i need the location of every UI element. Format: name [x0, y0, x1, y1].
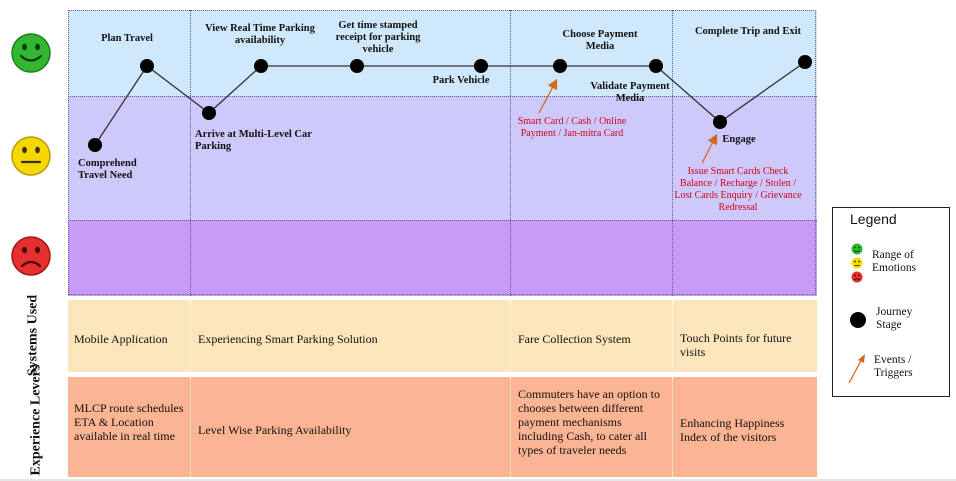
- sad-emotion-band: [68, 220, 817, 296]
- legend-label: Journey Stage: [876, 306, 913, 331]
- phase-divider: [510, 10, 511, 296]
- levers-cell: Commuters have an option to chooses betw…: [518, 387, 660, 457]
- journey-stage-dot: [474, 59, 488, 73]
- bottom-edge: [0, 479, 956, 481]
- happy-emotion-band: [68, 10, 817, 96]
- systems-cell: Experiencing Smart Parking Solution: [198, 332, 378, 346]
- stage-label: Get time stamped receipt for parking veh…: [335, 20, 421, 55]
- stage-label: Complete Trip and Exit: [694, 26, 802, 37]
- journey-stage-dot: [649, 59, 663, 73]
- trigger-payment-options: Smart Card / Cash / Online Payment / Jan…: [517, 116, 627, 139]
- legend-label: Events / Triggers: [874, 354, 913, 379]
- cell-divider: [510, 377, 511, 477]
- systems-cell: Mobile Application: [74, 332, 168, 346]
- journey-stage-dot: [202, 106, 216, 120]
- journey-stage-dot: [713, 115, 727, 129]
- stage-label: View Real Time Parking availability: [205, 23, 315, 46]
- cell-divider: [672, 377, 673, 477]
- cell-divider: [672, 300, 673, 372]
- trigger-smart-card-services: Issue Smart Cards Check Balance / Rechar…: [674, 166, 802, 213]
- phase-divider: [672, 10, 673, 296]
- stage-label: Validate Payment Media: [590, 81, 670, 104]
- journey-stage-dot: [553, 59, 567, 73]
- trigger-arrow: [701, 133, 718, 164]
- systems-cell: Fare Collection System: [518, 332, 631, 346]
- trigger-arrow: [538, 78, 558, 114]
- stage-label: Comprehend Travel Need: [78, 158, 137, 181]
- band-divider: [68, 220, 817, 221]
- experience-levers-row: [68, 377, 817, 477]
- stage-label: Engage: [722, 134, 756, 145]
- systems-used-row: [68, 300, 817, 372]
- legend-label: Range of Emotions: [872, 249, 917, 274]
- cell-divider: [510, 300, 511, 372]
- stage-label: Choose Payment Media: [562, 29, 638, 52]
- journey-stage-dot: [350, 59, 364, 73]
- levers-cell: MLCP route schedules ETA & Location avai…: [74, 401, 184, 443]
- journey-path: [94, 61, 806, 146]
- phase-divider: [190, 10, 191, 296]
- trigger-arrow-icon: [846, 352, 868, 391]
- stage-label: Plan Travel: [101, 33, 153, 44]
- emotion-range-icon: [850, 242, 864, 289]
- legend-title: Legend: [850, 211, 897, 227]
- journey-stage-dot: [254, 59, 268, 73]
- journey-stage-dot: [88, 138, 102, 152]
- experience-levers-label: Experience Levers: [28, 364, 44, 476]
- journey-stage-dot-icon: [849, 311, 867, 334]
- sad-face-icon: [10, 235, 52, 277]
- neutral-emotion-band: [68, 96, 817, 220]
- levers-cell: Enhancing Happiness Index of the visitor…: [680, 416, 785, 444]
- cell-divider: [190, 300, 191, 372]
- journey-stage-dot: [140, 59, 154, 73]
- journey-map-frame: [68, 10, 816, 295]
- journey-stage-dot: [798, 55, 812, 69]
- band-divider: [68, 96, 817, 97]
- stage-label: Park Vehicle: [432, 75, 490, 86]
- happy-face-icon: [10, 32, 52, 74]
- levers-cell: Level Wise Parking Availability: [198, 423, 352, 437]
- cell-divider: [190, 377, 191, 477]
- systems-cell: Touch Points for future visits: [680, 331, 792, 359]
- stage-label: Arrive at Multi-Level Car Parking: [195, 129, 312, 152]
- neutral-face-icon: [10, 135, 52, 177]
- legend-box: [832, 207, 950, 397]
